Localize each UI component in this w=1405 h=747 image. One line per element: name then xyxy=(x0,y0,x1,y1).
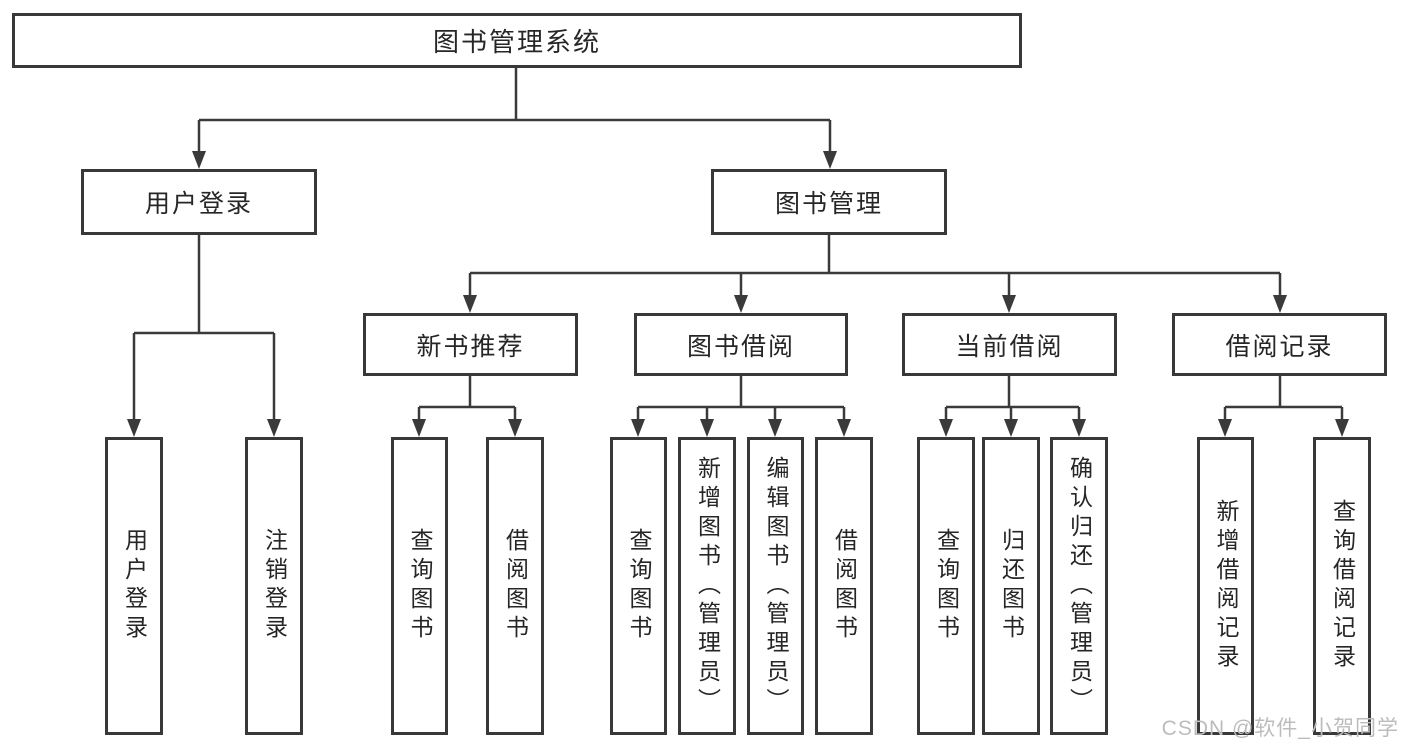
leaf-confirm-return-admin: 确认归还（管理员） xyxy=(1050,437,1108,735)
leaf-label: 确认归还（管理员） xyxy=(1066,455,1093,717)
node-new-book-recommend: 新书推荐 xyxy=(363,313,578,376)
leaf-edit-book-admin: 编辑图书（管理员） xyxy=(747,437,804,735)
node-label: 用户登录 xyxy=(144,190,253,218)
leaf-label: 新增图书（管理员） xyxy=(694,455,721,717)
node-library-management-system: 图书管理系统 xyxy=(12,13,1022,68)
node-book-borrowing: 图书借阅 xyxy=(634,313,848,376)
node-label: 新书推荐 xyxy=(416,332,525,361)
leaf-label: 归还图书 xyxy=(998,528,1025,644)
leaf-add-borrow-record: 新增借阅记录 xyxy=(1197,437,1254,735)
node-label: 图书管理系统 xyxy=(432,27,601,57)
leaf-label: 用户登录 xyxy=(121,528,148,644)
node-label: 借阅记录 xyxy=(1225,332,1334,361)
leaf-query-books-borrowing: 查询图书 xyxy=(610,437,667,735)
leaf-return-books: 归还图书 xyxy=(982,437,1040,735)
node-book-management: 图书管理 xyxy=(711,169,947,235)
leaf-query-books-current: 查询图书 xyxy=(917,437,975,735)
leaf-label: 编辑图书（管理员） xyxy=(763,455,789,717)
leaf-user-login: 用户登录 xyxy=(105,437,163,735)
leaf-label: 查询图书 xyxy=(626,528,652,644)
node-user-login: 用户登录 xyxy=(81,169,317,235)
leaf-label: 注销登录 xyxy=(261,528,288,644)
csdn-watermark: CSDN @软件_小贺同学 xyxy=(1161,717,1399,740)
leaf-query-books-recommend: 查询图书 xyxy=(391,437,448,735)
node-label: 图书借阅 xyxy=(686,332,795,361)
leaf-logout-login: 注销登录 xyxy=(245,437,303,735)
leaf-label: 查询借阅记录 xyxy=(1329,499,1356,673)
leaf-label: 新增借阅记录 xyxy=(1213,499,1239,673)
leaf-borrow-books-borrowing: 借阅图书 xyxy=(815,437,873,735)
leaf-borrow-books-recommend: 借阅图书 xyxy=(486,437,544,735)
leaf-label: 借阅图书 xyxy=(831,528,858,644)
node-borrowing-records: 借阅记录 xyxy=(1172,313,1387,376)
leaf-label: 查询图书 xyxy=(933,528,960,644)
leaf-label: 借阅图书 xyxy=(502,528,529,644)
leaf-label: 查询图书 xyxy=(407,528,433,644)
leaf-query-borrow-record: 查询借阅记录 xyxy=(1313,437,1371,735)
leaf-add-book-admin: 新增图书（管理员） xyxy=(678,437,736,735)
node-label: 图书管理 xyxy=(774,190,883,218)
node-label: 当前借阅 xyxy=(955,332,1064,361)
node-current-borrowing: 当前借阅 xyxy=(902,313,1117,376)
